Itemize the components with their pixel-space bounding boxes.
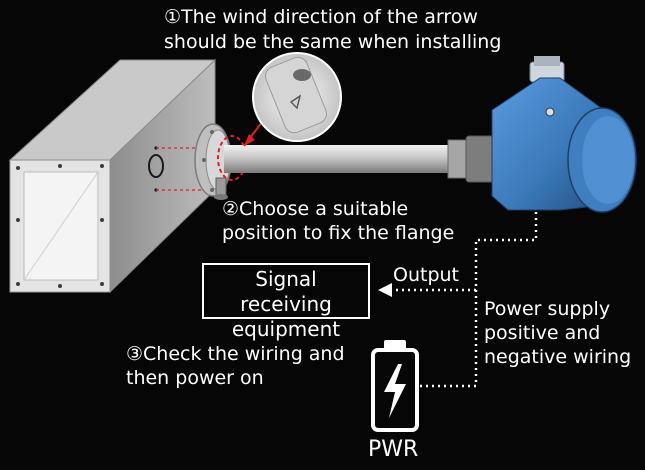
wind-arrow-icon [289,94,302,110]
sensor-probe-rod [224,135,495,183]
step2-text-line2: position to fix the flange [222,222,455,244]
step3-text-line2: then power on [126,367,264,389]
zoom-callout [243,52,342,147]
power-supply-line3: negative wiring [484,346,632,368]
signal-receiving-line1: Signal receiving [240,267,332,316]
air-duct [8,58,217,294]
wiring-lines [392,212,538,388]
battery-icon [371,340,419,432]
duct-mounting-hole [148,154,164,178]
pwr-label: PWR [368,437,419,462]
step1-text-line1: ①The wind direction of the arrow [164,6,478,28]
power-supply-line1: Power supply [484,298,611,320]
signal-receiving-box: Signal receiving equipment [202,263,370,341]
output-arrow-icon [378,283,392,297]
step2-text-line1: ②Choose a suitable [222,198,409,220]
lightning-icon [384,364,406,418]
alignment-lines [156,147,204,191]
step3-text-line1: ③Check the wiring and [126,343,345,365]
signal-receiving-line2: equipment [231,317,341,341]
power-supply-line2: positive and [484,322,601,344]
step1-text-line2: should be the same when installing [164,31,502,53]
transmitter-housing [491,56,637,213]
output-label: Output [393,264,459,286]
